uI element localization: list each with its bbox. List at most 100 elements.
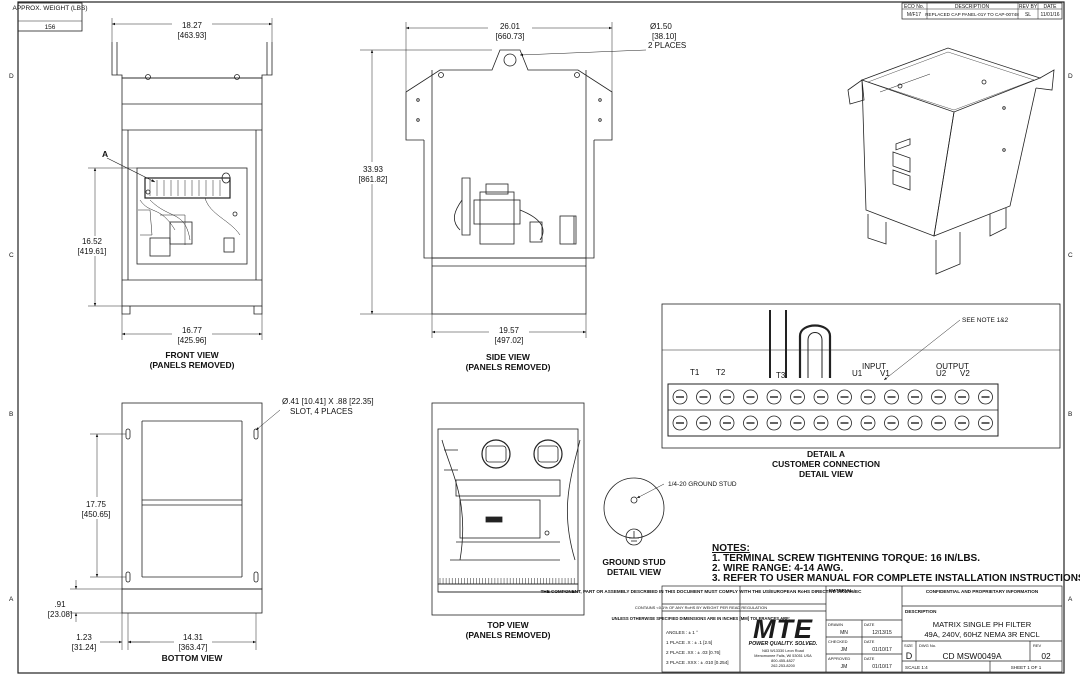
detail-a-title: DETAIL A	[807, 449, 845, 459]
address-line-4: 262-253-8200	[771, 664, 795, 668]
terminal-screw	[837, 389, 852, 405]
drawn-date: 12/13/15	[872, 630, 892, 636]
terminal-screw	[696, 389, 711, 405]
mte-tagline: POWER QUALITY. SOLVED.	[749, 641, 818, 647]
zone-labels: D C B A D C B A	[9, 73, 1073, 603]
checked-label: CHECKED	[828, 639, 848, 644]
approved-by: JM	[841, 664, 848, 670]
terminal-u1: U1	[852, 369, 863, 378]
terminal-screw	[813, 389, 829, 405]
terminal-t2: T2	[716, 368, 726, 377]
side-dim-bottom-mm: [497.02]	[495, 336, 524, 345]
terminal-screw	[696, 415, 711, 431]
contains-text: CONTAINS <0.1% OF ANY RoHS BY WEIGHT PER…	[635, 605, 767, 610]
description-label: DESCRIPTION	[905, 609, 937, 614]
terminal-screw	[672, 415, 688, 431]
tol-angles: ANGLES : ± 1 °	[666, 630, 698, 635]
detail-a-title3: DETAIL VIEW	[799, 469, 854, 479]
bottom-view-title: BOTTOM VIEW	[162, 653, 224, 663]
tol-2: 2 PLACE .XX : ± .03 [0.76]	[666, 650, 720, 655]
dim-bg	[76, 497, 116, 519]
tolerance-head: UNLESS OTHERWISE SPECIFIED DIMENSIONS AR…	[612, 616, 791, 621]
title-block	[661, 585, 1063, 673]
checked-date-label: DATE	[864, 639, 875, 644]
checked-date: 01/10/17	[872, 647, 892, 653]
side-view-title: SIDE VIEW	[486, 352, 531, 362]
terminal-screw	[813, 415, 829, 431]
dim-bg	[488, 20, 532, 41]
terminal-screw	[907, 389, 923, 405]
bottom-view	[121, 402, 263, 614]
rev-head-date: DATE	[1044, 4, 1058, 10]
ground-stud-label: 1/4-20 GROUND STUD	[668, 481, 737, 488]
zone-a-left: A	[9, 596, 14, 603]
approved-date: 01/10/17	[872, 664, 892, 670]
rev-head-desc: DESCRIPTION	[955, 4, 990, 10]
tol-1: 1 PLACE .X : ± .1 [2.5]	[666, 640, 712, 645]
terminal-v2: V2	[960, 369, 970, 378]
zone-d-right: D	[1068, 73, 1073, 80]
bottom-dim-small: .91	[54, 600, 66, 609]
compliance-text: THE COMPONENT, PART OR ASSEMBLY DESCRIBE…	[541, 589, 863, 594]
terminal-screw	[931, 415, 946, 431]
notes-heading: NOTES:	[712, 543, 750, 554]
terminal-screw	[672, 389, 688, 405]
side-view-sub: (PANELS REMOVED)	[466, 362, 551, 372]
terminal-screw	[837, 415, 852, 431]
dim-bg	[489, 324, 529, 345]
side-dim-top: 26.01	[500, 22, 521, 31]
weight-box: APPROX. WEIGHT (LBS) 156	[12, 2, 88, 32]
rev-head-eco: ECO No.	[904, 4, 924, 10]
bottom-dim-left-mm: [31.24]	[72, 643, 96, 652]
terminal-u2: U2	[936, 369, 947, 378]
callout-a: A	[102, 149, 108, 159]
size-value: D	[906, 651, 913, 661]
note-2: 2. WIRE RANGE: 4-14 AWG.	[712, 563, 844, 574]
terminal-screw	[931, 389, 946, 405]
description-line-1: MATRIX SINGLE PH FILTER	[933, 620, 1032, 629]
isometric-view	[847, 47, 1055, 275]
zone-c-left: C	[9, 252, 14, 259]
top-view-teeth	[439, 578, 575, 584]
drawn-date-label: DATE	[864, 622, 875, 627]
approved-date-label: DATE	[864, 656, 875, 661]
bottom-dim-small-mm: [23.08]	[48, 610, 72, 619]
drawn-label: DRAWN	[828, 622, 843, 627]
side-dim-height: 33.93	[363, 165, 384, 174]
front-dim-height: 16.52	[82, 237, 103, 246]
terminal-screw	[790, 415, 805, 431]
material-label: MATERIAL	[829, 588, 853, 593]
rev-head-by: REV BY	[1019, 4, 1038, 10]
top-view	[431, 402, 585, 616]
front-dim-top-mm: [463.93]	[178, 31, 207, 40]
zone-b-left: B	[9, 411, 13, 418]
terminal-screw	[766, 415, 782, 431]
dim-bg	[172, 326, 212, 346]
terminal-screw	[719, 415, 735, 431]
notes: NOTES: 1. TERMINAL SCREW TIGHTENING TORQ…	[712, 543, 1080, 584]
terminal-screw	[978, 389, 993, 405]
rev-by: SL	[1025, 12, 1031, 18]
terminal-screw	[860, 389, 876, 405]
side-dim-hole-mm: [38.10]	[652, 32, 676, 41]
dwg-number: CD MSW0049A	[942, 651, 1002, 661]
ground-stud-title: GROUND STUD	[602, 557, 665, 567]
front-view-dims	[88, 18, 273, 340]
bottom-slot-dim: Ø.41 [10.41] X .88 [22.35]	[282, 397, 374, 406]
front-view-sub: (PANELS REMOVED)	[150, 360, 235, 370]
rev-label: REV	[1033, 643, 1042, 648]
side-view	[405, 49, 613, 315]
mte-logo: MTE	[753, 614, 813, 644]
dwg-label: DWG No.	[919, 643, 936, 648]
bottom-dim-left: 1.23	[76, 633, 92, 642]
size-label: SIZE	[904, 643, 913, 648]
terminal-t3: T3	[776, 371, 786, 380]
output-label: OUTPUT	[936, 362, 969, 371]
revision-block: ECO No. DESCRIPTION REV BY DATE M/F17 RE…	[901, 2, 1063, 20]
sheet-border	[17, 1, 1065, 674]
detail-note-ref: SEE NOTE 1&2	[962, 317, 1009, 324]
detail-a	[661, 303, 1061, 449]
terminal-screw	[860, 415, 876, 431]
terminal-screw	[884, 415, 899, 431]
